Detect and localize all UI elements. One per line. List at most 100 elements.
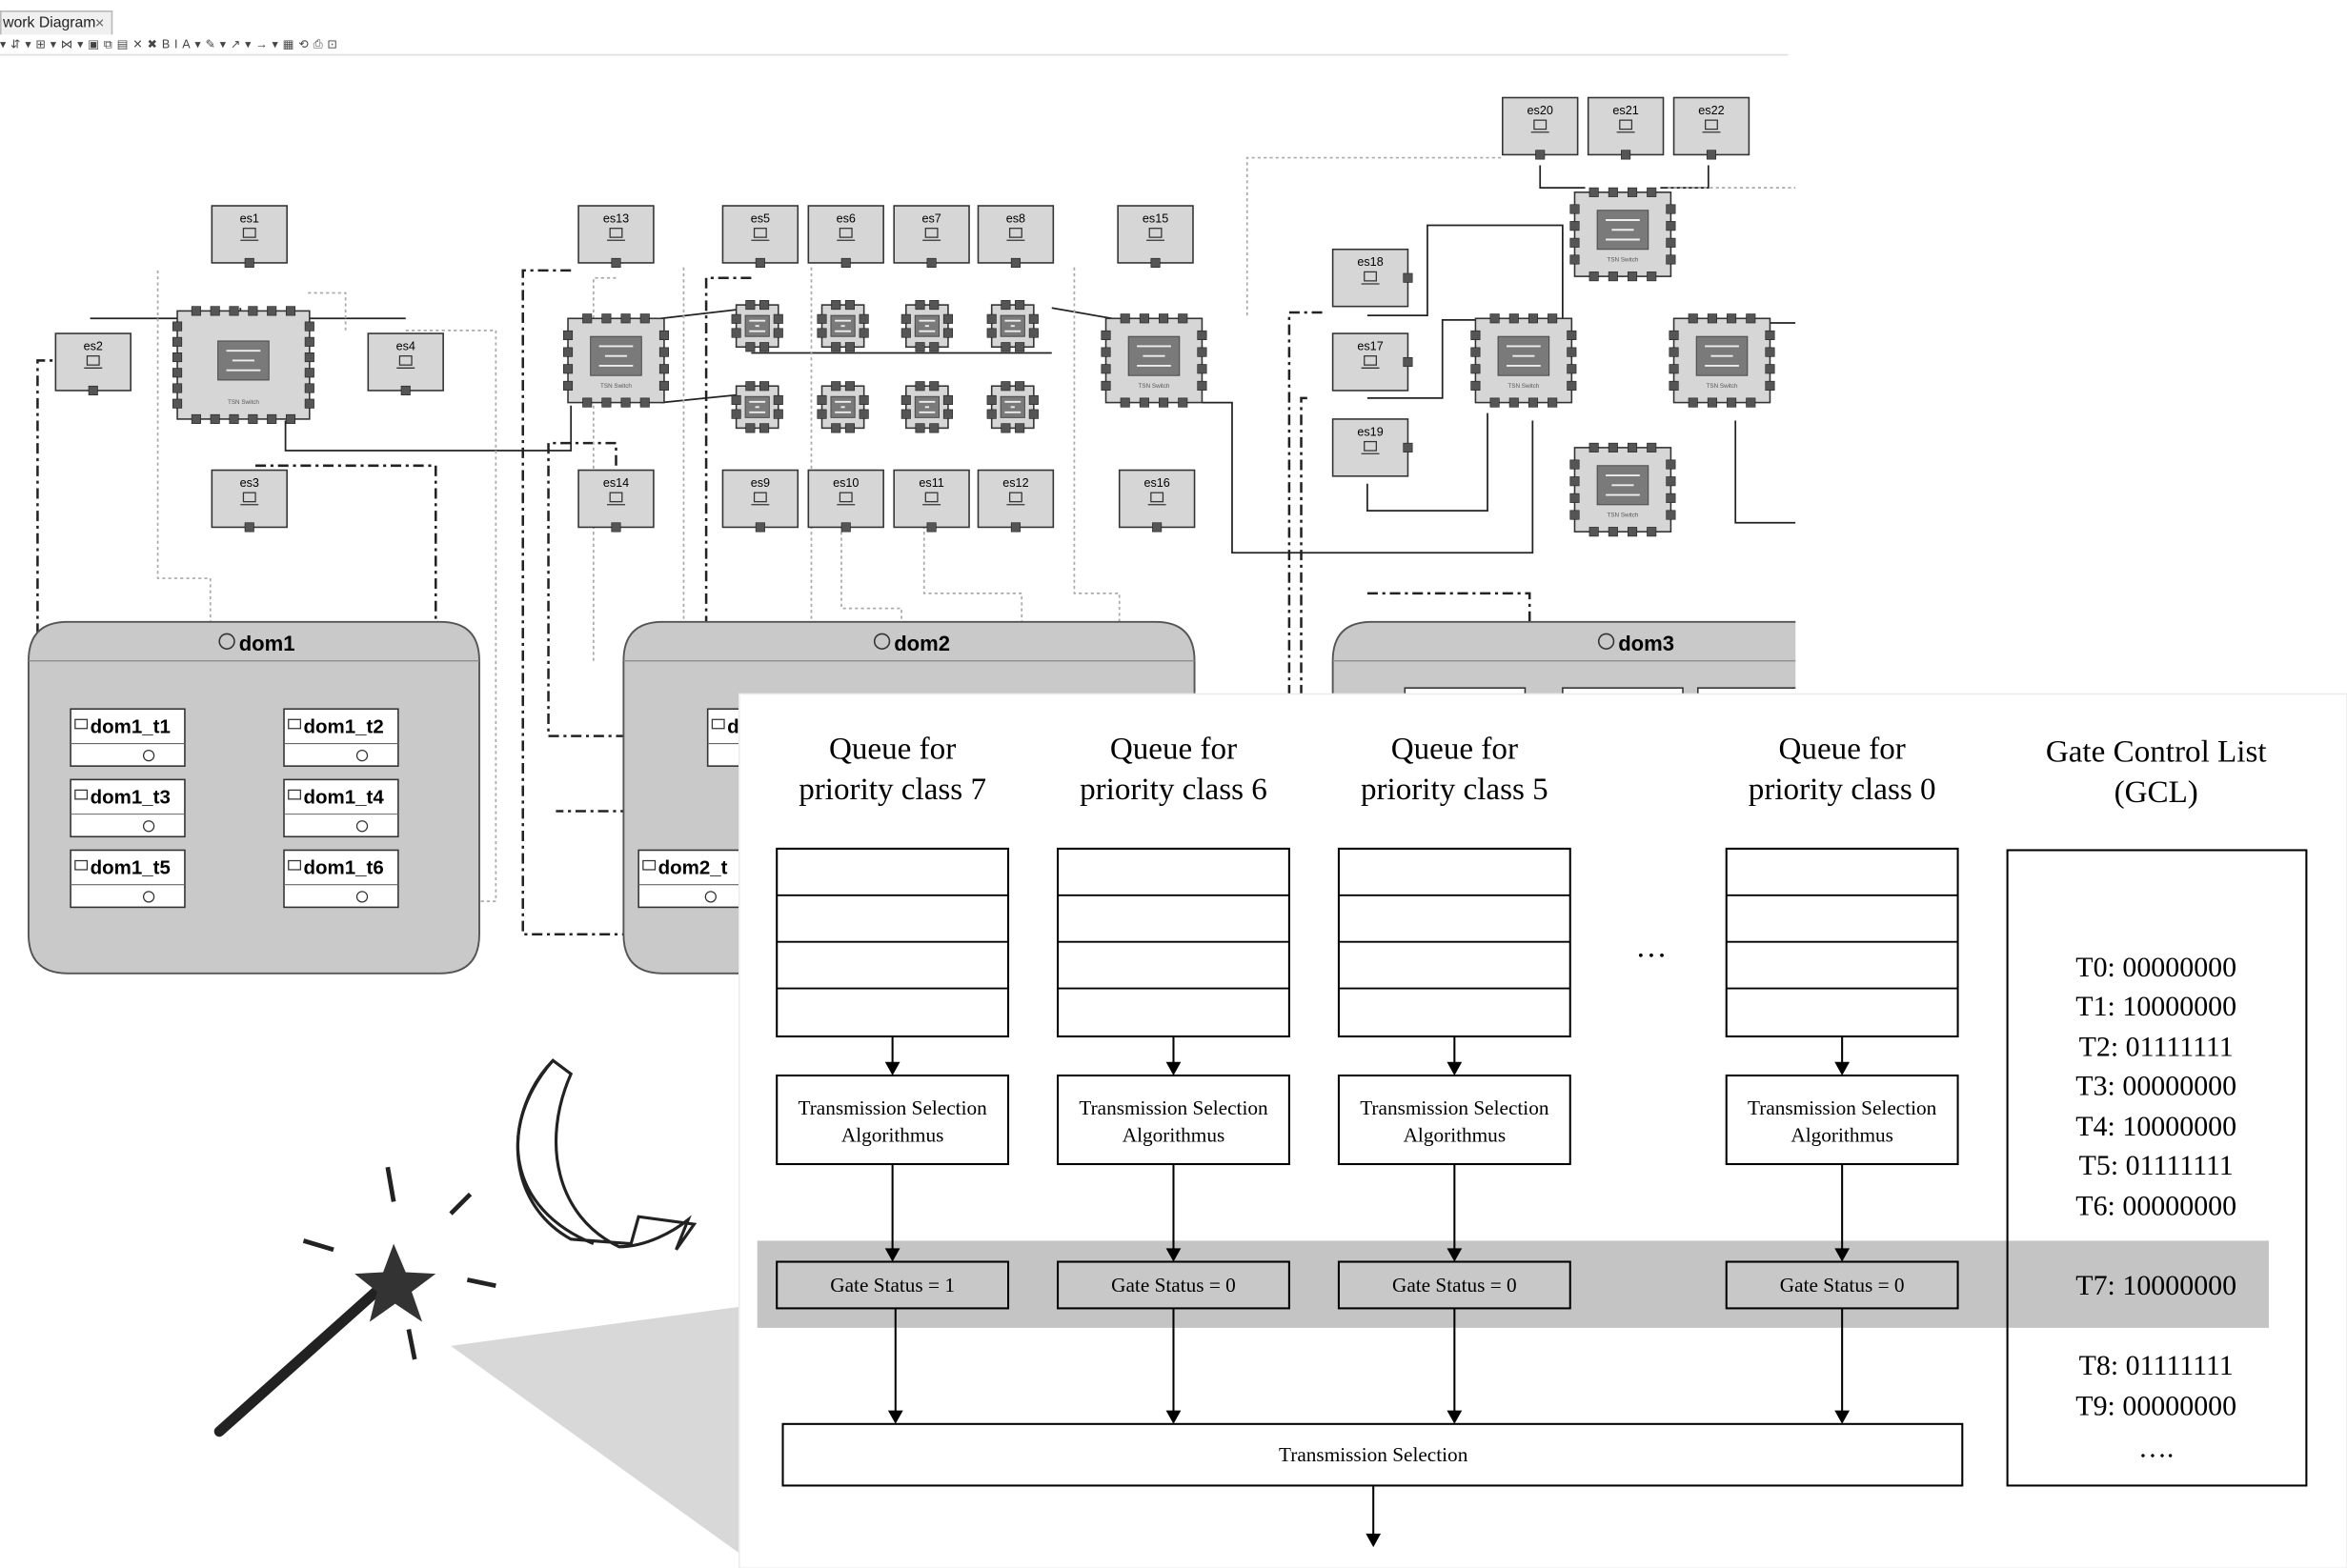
editor-tab[interactable]: work Diagram ✕	[0, 10, 113, 35]
align-icon[interactable]: ▦	[282, 37, 294, 51]
end-system-node[interactable]	[367, 332, 444, 392]
sparkle-icon	[302, 1238, 334, 1253]
print-icon[interactable]: ⊡	[327, 37, 337, 51]
computer-icon	[1008, 492, 1022, 503]
link-line	[1539, 165, 1586, 189]
port-icon	[986, 409, 997, 419]
print-icon[interactable]: ▣	[88, 37, 100, 51]
port-icon	[1028, 409, 1039, 419]
export-icon[interactable]: ▾	[219, 37, 227, 51]
end-system-node[interactable]	[977, 205, 1055, 264]
copy-icon[interactable]: ⟲	[298, 37, 309, 51]
end-system-node[interactable]	[211, 205, 288, 264]
end-system-node[interactable]	[893, 469, 970, 529]
select-icon[interactable]: ↗	[230, 37, 241, 51]
tsn-switch[interactable]	[735, 385, 779, 430]
fill-color-icon[interactable]: I	[174, 37, 178, 51]
end-system-node[interactable]	[807, 205, 884, 264]
zoom-icon[interactable]: ▾	[245, 37, 252, 51]
delete-icon[interactable]: ⧉	[103, 37, 112, 51]
task-box[interactable]: dom1_t6	[283, 849, 399, 909]
task-box[interactable]: dom1_t1	[70, 708, 186, 767]
computer-icon	[609, 492, 623, 503]
font-color-icon[interactable]: B	[161, 37, 171, 51]
end-system-node[interactable]	[721, 469, 799, 529]
task-label: dom2_t	[658, 857, 728, 879]
layout-icon[interactable]: ▾	[25, 37, 31, 51]
end-system-node[interactable]	[1118, 469, 1196, 529]
editor-tab-title: work Diagram	[3, 14, 96, 32]
gate-status-box[interactable]	[1057, 1260, 1290, 1310]
end-system-node[interactable]	[977, 469, 1055, 529]
end-system-node[interactable]	[1502, 96, 1579, 156]
port-icon	[1746, 397, 1756, 408]
port-icon	[831, 381, 841, 392]
port-icon	[1569, 476, 1580, 487]
tsa-box[interactable]	[1057, 1074, 1290, 1166]
port-icon	[620, 313, 631, 324]
port-icon	[773, 409, 783, 419]
paste-icon[interactable]: ▾	[77, 37, 84, 51]
end-system-node[interactable]	[807, 469, 884, 529]
end-system-node[interactable]	[721, 205, 799, 264]
end-system-label: es5	[751, 211, 770, 225]
port-icon	[840, 257, 851, 268]
gate-arrow-head	[1834, 1410, 1851, 1424]
layout-icon[interactable]: →	[255, 37, 268, 51]
end-system-node[interactable]	[893, 205, 970, 264]
paste-icon[interactable]: ⎙	[313, 37, 323, 51]
config-line	[308, 291, 347, 331]
zoom-icon[interactable]: ⇵	[10, 37, 21, 51]
select-icon[interactable]: ▾	[0, 37, 7, 51]
cut-icon[interactable]: ▤	[116, 37, 129, 51]
task-box[interactable]: dom1_t2	[283, 708, 399, 767]
port-icon	[1688, 397, 1698, 408]
route-icon[interactable]: ▾	[272, 37, 278, 51]
port-icon	[759, 300, 770, 311]
gcl-entry: T5: 01111111	[2079, 1150, 2234, 1181]
light-cone	[451, 1306, 739, 1554]
port-icon	[1666, 204, 1676, 214]
arrow-style-icon[interactable]: ▾	[194, 37, 201, 51]
italic-icon[interactable]: ✖	[147, 37, 158, 51]
port-icon	[1528, 313, 1539, 324]
bold-icon[interactable]: ✕	[132, 37, 143, 51]
port-icon	[759, 342, 770, 352]
transmission-selection-box[interactable]	[781, 1422, 1964, 1487]
end-system-node[interactable]	[1331, 418, 1409, 477]
task-box[interactable]: dom2_t	[637, 849, 742, 909]
tsa-box[interactable]	[776, 1074, 1010, 1166]
port-icon	[611, 522, 621, 533]
port-icon	[1015, 381, 1025, 392]
end-system-node[interactable]	[54, 332, 132, 392]
end-system-node[interactable]	[1331, 332, 1409, 392]
end-system-label: es20	[1528, 104, 1553, 117]
port-icon	[731, 313, 741, 324]
tsa-box[interactable]	[1337, 1074, 1571, 1166]
end-system-node[interactable]	[1117, 205, 1194, 264]
refresh-icon[interactable]: ✎	[205, 37, 216, 51]
close-icon[interactable]: ✕	[94, 16, 105, 30]
port-icon	[1010, 257, 1021, 268]
end-system-node[interactable]	[1672, 96, 1750, 156]
gate-status-box[interactable]	[776, 1260, 1010, 1310]
end-system-node[interactable]	[211, 469, 288, 529]
end-system-node[interactable]	[577, 205, 655, 264]
gate-status-box[interactable]	[1337, 1260, 1571, 1310]
task-frame	[283, 708, 399, 767]
line-color-icon[interactable]: A	[182, 37, 191, 51]
copy-icon[interactable]: ⋈	[60, 37, 73, 51]
sparkle-icon	[466, 1277, 496, 1289]
port-icon	[248, 413, 258, 424]
task-box[interactable]: dom1_t5	[70, 849, 186, 909]
tsa-box[interactable]	[1725, 1074, 1959, 1166]
task-box[interactable]: dom1_t4	[283, 778, 399, 838]
end-system-node[interactable]	[577, 469, 655, 529]
align-icon[interactable]: ▾	[50, 37, 57, 51]
switch-label: TSN Switch	[1507, 383, 1539, 390]
stream-line	[521, 269, 639, 936]
task-box[interactable]: dom1_t3	[70, 778, 186, 838]
task-frame	[637, 849, 742, 909]
route-icon[interactable]: ⊞	[35, 37, 46, 51]
